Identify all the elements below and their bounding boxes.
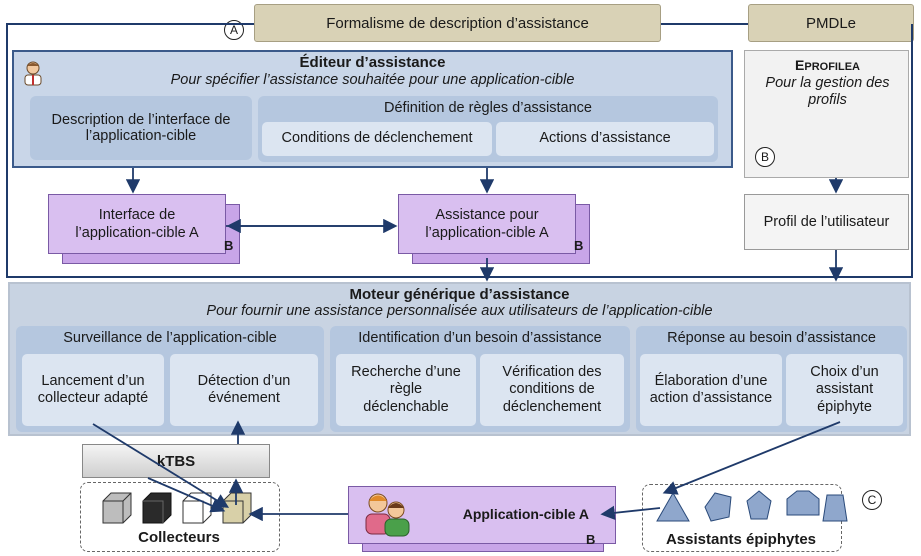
interface-doc-label: Interface de l’application-cible A — [75, 206, 199, 241]
users-icon — [360, 490, 412, 538]
arrow-choice-epiphyte — [662, 421, 841, 495]
rules-box: Définition de règles d’assistance Condit… — [258, 96, 718, 162]
marker-c-letter: C — [867, 493, 877, 507]
actions-box: Actions d’assistance — [496, 122, 714, 156]
editor-panel: Éditeur d’assistance Pour spécifier l’as… — [12, 50, 733, 168]
conditions-box: Conditions de déclenchement — [262, 122, 492, 156]
collectors-label: Collecteurs — [138, 529, 220, 546]
arrow-epiphyte-app — [600, 505, 661, 521]
ktbs-label: kTBS — [156, 452, 196, 470]
marker-b-letter: B — [760, 150, 769, 164]
outer-frame-top — [6, 24, 913, 278]
interface-doc-front: Interface de l’application-cible A — [48, 194, 226, 254]
detect-box: Détection d’un événement — [170, 354, 318, 426]
marker-c: C — [862, 490, 882, 510]
epiphytes-group: Assistants épiphytes — [642, 484, 848, 552]
actions-label: Actions d’assistance — [539, 130, 671, 147]
assistance-doc: Assistance pour l’application-cible A B — [398, 194, 590, 264]
interface-doc: Interface de l’application-cible A B — [48, 194, 240, 264]
assistance-doc-b: B — [574, 238, 584, 253]
arrow-launch-collector — [92, 423, 230, 508]
collectors-group: Collecteurs — [80, 482, 280, 552]
monitoring-box: Surveillance de l’application-cible Lanc… — [16, 326, 324, 432]
launch-label: Lancement d’un collecteur adapté — [37, 372, 149, 406]
engine-subtitle: Pour fournir une assistance personnalisé… — [206, 303, 713, 319]
editor-subtitle: Pour spécifier l’assistance souhaitée po… — [170, 72, 575, 88]
rules-title: Définition de règles d’assistance — [384, 100, 592, 116]
assistance-doc-front: Assistance pour l’application-cible A — [398, 194, 576, 254]
epiphytes-label: Assistants épiphytes — [665, 531, 817, 548]
ktbs-box: kTBS — [82, 444, 270, 478]
marker-a-letter: A — [229, 23, 238, 37]
pmdle-tab: PMDLe — [748, 4, 914, 42]
interface-desc-label: Description de l’interface de l’applicat… — [51, 112, 231, 144]
outer-frame-top-line-mid — [661, 23, 748, 25]
search-label: Recherche d’une règle déclenchable — [351, 363, 461, 415]
response-title: Réponse au besoin d’assistance — [667, 330, 876, 346]
app-target: Application-cible A B — [348, 486, 616, 552]
formalism-tab: Formalisme de description d’assistance — [254, 4, 661, 42]
elaboration-label: Élaboration d’une action d’assistance — [649, 372, 773, 406]
marker-b: B — [755, 147, 775, 167]
eprofilea-title-rest: PROFILEA — [804, 61, 860, 73]
elaboration-box: Élaboration d’une action d’assistance — [640, 354, 782, 426]
profile-label: Profil de l’utilisateur — [763, 214, 890, 230]
pmdle-label: PMDLe — [805, 14, 857, 32]
choice-label: Choix d’un assistant épiphyte — [810, 363, 879, 415]
epiphyte-shapes-icon — [656, 490, 848, 522]
arrow-ktbs-collector — [147, 477, 226, 513]
monitoring-title: Surveillance de l’application-cible — [63, 330, 277, 346]
eprofilea-subtitle: Pour la gestion des profils — [765, 75, 890, 109]
response-box: Réponse au besoin d’assistance Élaborati… — [636, 326, 907, 432]
identification-box: Identification d’un besoin d’assistance … — [330, 326, 630, 432]
eprofilea-title-first: E — [795, 57, 805, 73]
editor-title: Éditeur d’assistance — [299, 54, 446, 71]
app-target-label: Application-cible A — [462, 506, 589, 523]
engine-title: Moteur générique d’assistance — [349, 286, 570, 303]
formalism-label: Formalisme de description d’assistance — [326, 14, 589, 32]
verify-label: Vérification des conditions de déclenche… — [502, 363, 602, 415]
marker-a: A — [224, 20, 244, 40]
app-target-b: B — [586, 532, 596, 547]
eprofilea-panel: EPROFILEA Pour la gestion des profils B — [744, 50, 909, 178]
interface-desc-box: Description de l’interface de l’applicat… — [30, 96, 252, 160]
outer-frame-top-line-left — [6, 23, 254, 25]
interface-doc-b: B — [224, 238, 234, 253]
conditions-label: Conditions de déclenchement — [281, 130, 473, 147]
profile-box: Profil de l’utilisateur — [744, 194, 909, 250]
assistance-doc-label: Assistance pour l’application-cible A — [425, 206, 549, 241]
identification-title: Identification d’un besoin d’assistance — [358, 330, 602, 346]
eprofilea-title: EPROFILEA — [745, 57, 910, 73]
detect-label: Détection d’un événement — [197, 372, 291, 406]
engine-panel: Moteur générique d’assistance Pour fourn… — [8, 282, 911, 436]
collector-cubes-icon — [102, 492, 252, 524]
verify-box: Vérification des conditions de déclenche… — [480, 354, 624, 426]
launch-box: Lancement d’un collecteur adapté — [22, 354, 164, 426]
user-avatar-icon — [22, 60, 44, 86]
search-box: Recherche d’une règle déclenchable — [336, 354, 476, 426]
choice-box: Choix d’un assistant épiphyte — [786, 354, 903, 426]
